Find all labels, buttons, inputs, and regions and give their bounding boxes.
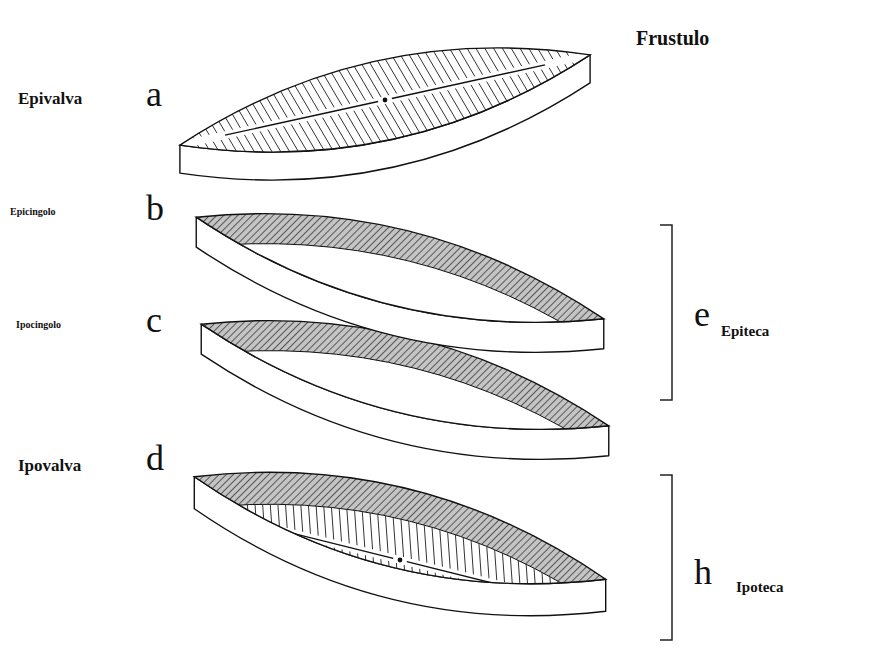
epitheca-bracket	[660, 225, 672, 400]
hypotheca-bracket	[660, 475, 672, 640]
band-layer	[196, 214, 604, 353]
part-name: Epivalva	[18, 90, 82, 107]
part-name: Ipocingolo	[16, 320, 61, 330]
part-name: Epicingolo	[10, 207, 56, 217]
part-letter: e	[694, 296, 710, 332]
part-letter: b	[146, 190, 164, 226]
part-letter: d	[146, 440, 164, 476]
diagram-title: Frustulo	[636, 28, 709, 48]
part-name: Ipovalva	[18, 457, 81, 474]
part-letter: h	[694, 554, 712, 590]
part-name: Epiteca	[721, 324, 769, 339]
part-letter: c	[146, 302, 162, 338]
part-letter: a	[146, 76, 162, 112]
part-name: Ipoteca	[736, 580, 784, 595]
epivalve-layer	[124, 0, 642, 240]
